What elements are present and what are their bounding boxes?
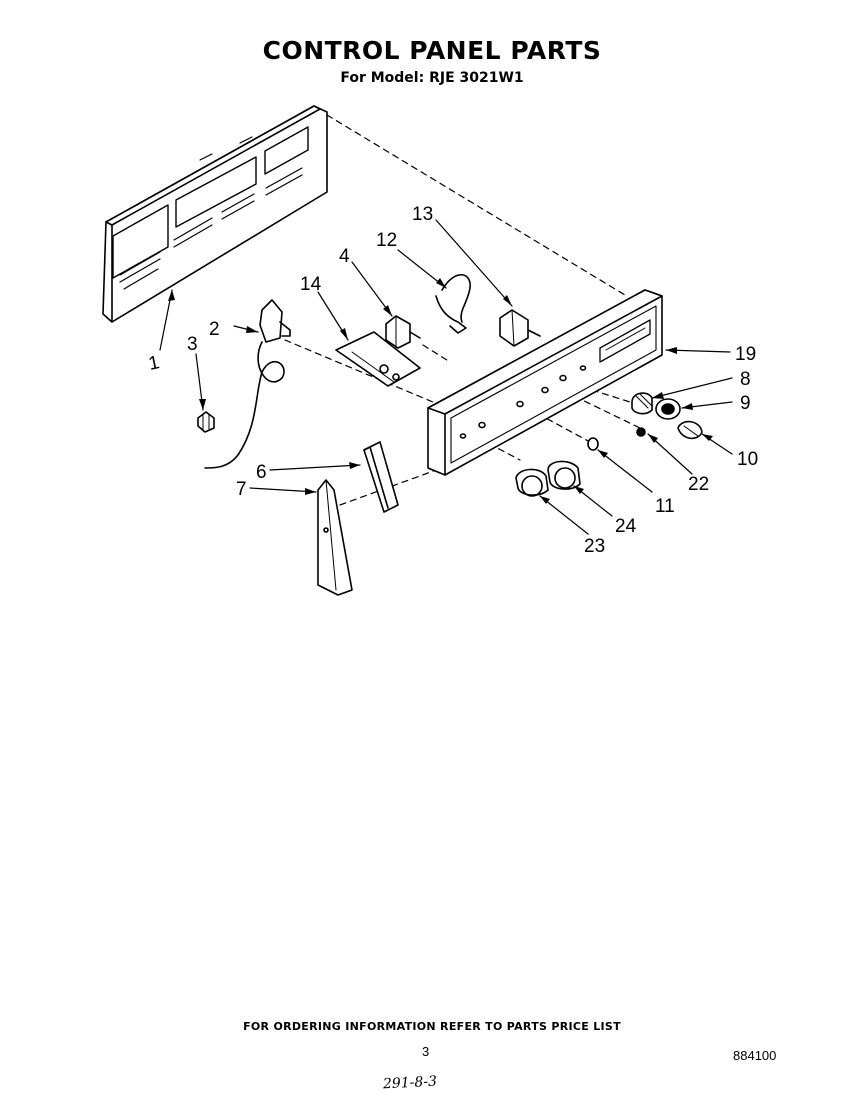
- control-panel-part: [427, 289, 663, 476]
- knob-part-24: [547, 460, 581, 490]
- knob-part-23: [515, 468, 549, 497]
- knob-part-10: [677, 420, 703, 440]
- handwritten-note: 291-8-3: [382, 1073, 438, 1093]
- infinite-switch-part: [499, 309, 541, 347]
- callout-3: 3: [187, 334, 198, 355]
- exploded-parts-diagram: 1 2 3 4 14 12 13 6 7 19 8 9 10 22 11 24 …: [102, 105, 758, 596]
- callout-13: 13: [412, 204, 433, 225]
- callout-19: 19: [735, 344, 756, 365]
- page-number: 3: [422, 1044, 430, 1059]
- end-cap-part: [317, 479, 353, 596]
- clip-part: [197, 411, 215, 433]
- callout-22: 22: [688, 474, 709, 495]
- callout-4: 4: [339, 246, 350, 267]
- infinite-switch-plate-part: [335, 331, 421, 387]
- callout-6: 6: [256, 462, 267, 483]
- callout-14: 14: [300, 274, 322, 295]
- spring-part: [631, 392, 653, 415]
- bezel-part: [655, 398, 681, 420]
- model-subtitle: For Model: RJE 3021W1: [340, 70, 524, 86]
- switch-part: [385, 315, 421, 349]
- indicator-lens-part: [587, 437, 599, 451]
- ordering-note: FOR ORDERING INFORMATION REFER TO PARTS …: [243, 1020, 621, 1033]
- rear-panel-part: [102, 105, 328, 323]
- callout-12: 12: [376, 230, 397, 251]
- callout-2: 2: [209, 319, 220, 340]
- callout-23: 23: [584, 536, 605, 557]
- callout-labels: 1 2 3 4 14 12 13 6 7 19 8 9 10 22 11 24 …: [147, 204, 758, 557]
- callout-10: 10: [737, 449, 758, 470]
- wire-harness-part: [435, 273, 471, 334]
- callout-7: 7: [236, 479, 247, 500]
- page-title: CONTROL PANEL PARTS: [262, 36, 602, 65]
- washer-part: [636, 427, 646, 437]
- callout-1: 1: [147, 352, 162, 375]
- switch-with-wire-part: [204, 299, 291, 469]
- callout-11: 11: [655, 496, 675, 517]
- document-number: 884100: [733, 1048, 777, 1063]
- bracket-part: [363, 441, 399, 513]
- callout-24: 24: [615, 516, 637, 537]
- callout-8: 8: [740, 369, 751, 390]
- callout-9: 9: [740, 393, 751, 414]
